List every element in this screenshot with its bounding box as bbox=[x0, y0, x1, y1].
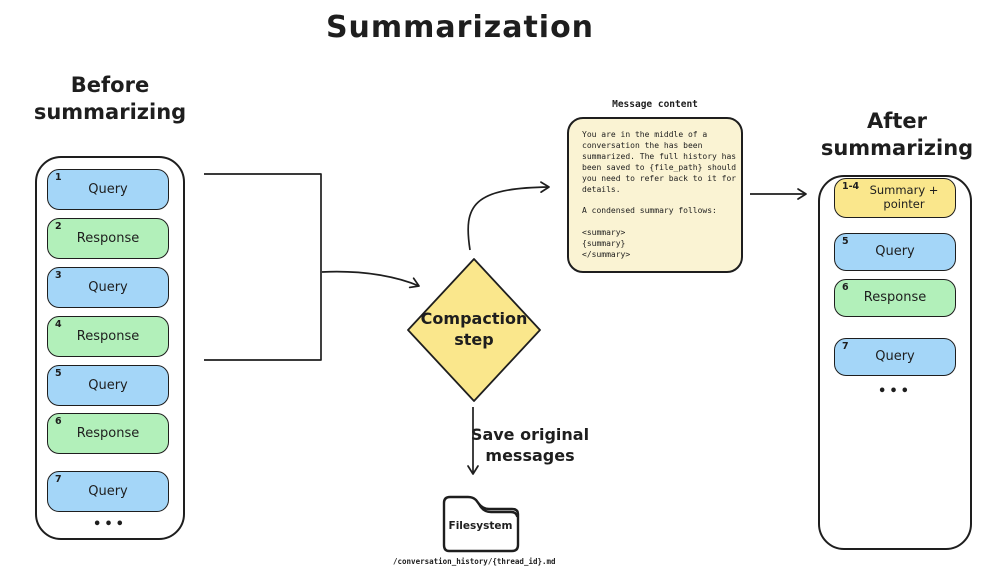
message-box-7: 7 Query bbox=[47, 471, 169, 512]
message-box-3: 3 Query bbox=[47, 267, 169, 308]
message-label: Response bbox=[76, 328, 140, 344]
message-number: 6 bbox=[55, 416, 62, 427]
message-number: 5 bbox=[842, 236, 849, 247]
message-number: 4 bbox=[55, 319, 62, 330]
message-number: 5 bbox=[55, 368, 62, 379]
message-content-body: You are in the middle of a conversation … bbox=[582, 130, 737, 259]
before-ellipsis: ••• bbox=[93, 517, 127, 532]
message-box-6: 6 Response bbox=[47, 413, 169, 454]
arrow-to-compaction bbox=[321, 270, 420, 289]
message-content-box bbox=[567, 117, 743, 273]
message-number: 1-4 bbox=[842, 181, 860, 192]
message-label: Query bbox=[88, 377, 128, 393]
filesystem-path: /conversation_history/{thread_id}.md bbox=[393, 557, 556, 566]
bracket-connector bbox=[204, 173, 322, 361]
message-content-heading: Message content bbox=[612, 99, 698, 110]
message-label: Summary + pointer bbox=[869, 183, 939, 211]
after-heading: After summarizing bbox=[820, 109, 974, 161]
message-box-2: 2 Response bbox=[47, 218, 169, 259]
message-label: Response bbox=[863, 290, 927, 306]
message-label: Query bbox=[88, 279, 128, 295]
message-box-5-after: 5 Query bbox=[834, 233, 956, 271]
message-number: 7 bbox=[55, 474, 62, 485]
message-label: Response bbox=[76, 230, 140, 246]
compaction-step-label: Compaction step bbox=[420, 309, 528, 349]
after-ellipsis: ••• bbox=[878, 384, 912, 399]
summary-pointer-box: 1-4 Summary + pointer bbox=[834, 178, 956, 218]
message-number: 3 bbox=[55, 270, 62, 281]
message-box-7-after: 7 Query bbox=[834, 338, 956, 376]
save-original-label: Save original messages bbox=[470, 425, 590, 465]
message-number: 1 bbox=[55, 172, 62, 183]
message-label: Query bbox=[88, 483, 128, 499]
filesystem-label: Filesystem bbox=[448, 520, 513, 532]
message-label: Query bbox=[875, 244, 915, 260]
message-label: Query bbox=[88, 181, 128, 197]
message-box-4: 4 Response bbox=[47, 316, 169, 357]
before-heading: Before summarizing bbox=[33, 73, 187, 125]
message-box-1: 1 Query bbox=[47, 169, 169, 210]
message-label: Response bbox=[76, 425, 140, 441]
message-box-6-after: 6 Response bbox=[834, 279, 956, 317]
message-number: 7 bbox=[842, 341, 849, 352]
message-number: 6 bbox=[842, 282, 849, 293]
message-label: Query bbox=[875, 349, 915, 365]
message-box-5: 5 Query bbox=[47, 365, 169, 406]
message-number: 2 bbox=[55, 221, 62, 232]
page-title: Summarization bbox=[325, 10, 595, 45]
arrow-compaction-to-message bbox=[467, 181, 550, 251]
